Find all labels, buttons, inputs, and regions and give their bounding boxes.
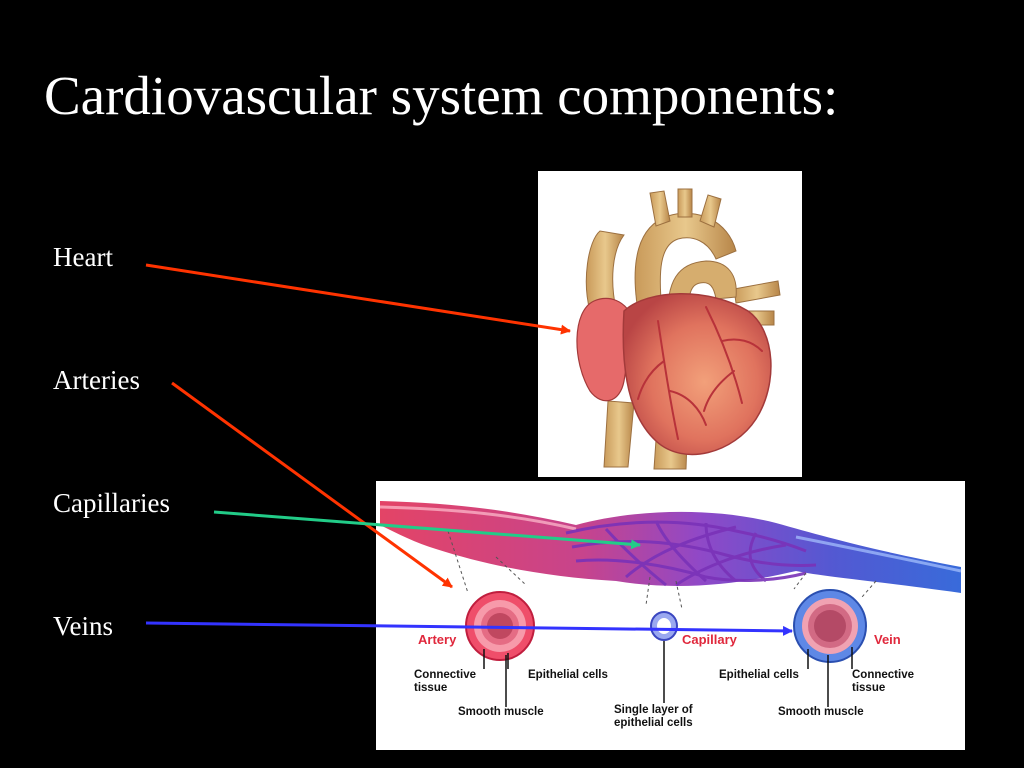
term-veins: Veins bbox=[53, 611, 113, 641]
inferior-vessel bbox=[603, 400, 635, 468]
artery-connective-label: Connective bbox=[414, 669, 476, 681]
pulmonary-vein bbox=[733, 280, 781, 304]
capillary-layer-label: Single layer of bbox=[614, 704, 693, 716]
heart-drawing bbox=[576, 188, 781, 470]
aortic-arch bbox=[634, 212, 737, 312]
capillary-cross-section bbox=[650, 611, 678, 641]
vessel-highlight bbox=[795, 535, 962, 573]
vein-epithelial-label: Epithelial cells bbox=[719, 669, 799, 681]
aortic-branch bbox=[649, 190, 671, 227]
term-heart: Heart bbox=[53, 242, 113, 272]
heart-illustration bbox=[538, 171, 802, 477]
artery-label: Artery bbox=[418, 632, 457, 647]
artery-epithelial-label: Epithelial cells bbox=[528, 669, 608, 681]
vein-label: Vein bbox=[874, 632, 901, 647]
artery-cross-section bbox=[465, 591, 535, 661]
artery-connective-label-2: tissue bbox=[414, 682, 447, 694]
right-atrium bbox=[576, 297, 635, 402]
ventricles bbox=[622, 293, 772, 456]
aortic-branch bbox=[677, 188, 693, 218]
vein-connective-label: Connective bbox=[852, 669, 914, 681]
term-capillaries: Capillaries bbox=[53, 488, 170, 518]
vessel-drawing: Artery Capillary Vein Connective tissue … bbox=[379, 501, 962, 729]
vein-smooth-muscle-label: Smooth muscle bbox=[778, 706, 864, 718]
blood-vessel-illustration: Artery Capillary Vein Connective tissue … bbox=[376, 481, 965, 750]
capillary-label: Capillary bbox=[682, 632, 738, 647]
artery-smooth-muscle-label: Smooth muscle bbox=[458, 706, 544, 718]
zoom-guides bbox=[447, 530, 877, 610]
capillary-layer-label-2: epithelial cells bbox=[614, 717, 693, 729]
aortic-branch bbox=[699, 194, 722, 228]
vessel-band bbox=[380, 501, 961, 593]
leader-lines bbox=[483, 641, 853, 707]
slide-title: Cardiovascular system components: bbox=[44, 65, 839, 126]
term-arteries: Arteries bbox=[53, 365, 140, 395]
heart-arrow bbox=[145, 263, 571, 335]
coronary-vessels bbox=[637, 306, 763, 440]
vein-cross-section bbox=[793, 589, 867, 663]
vein-connective-label-2: tissue bbox=[852, 682, 885, 694]
